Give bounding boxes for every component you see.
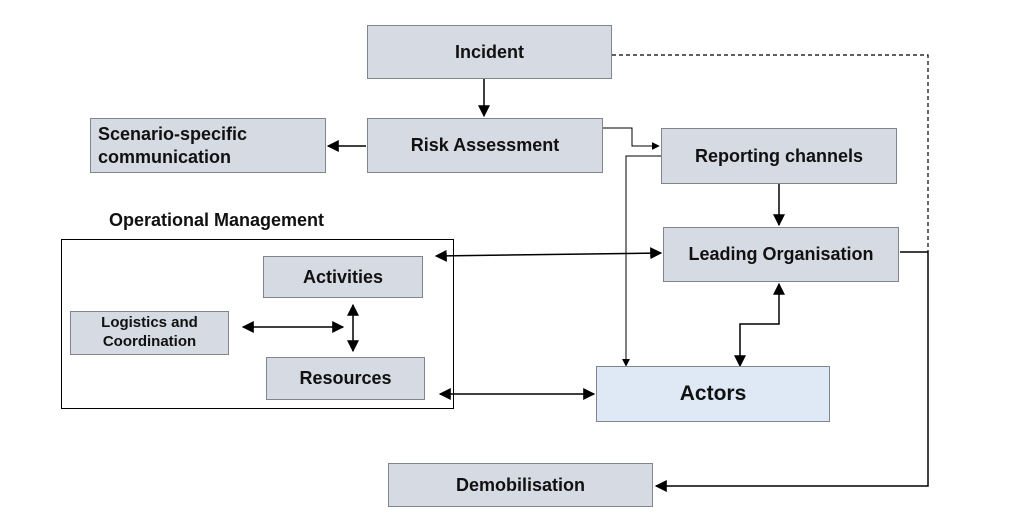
- node-resources-label: Resources: [299, 368, 392, 389]
- dashed-incident-link: [612, 54, 929, 252]
- node-leading-organisation-label: Leading Organisation: [688, 244, 874, 265]
- node-logistics-coordination: Logistics and Coordination: [70, 311, 229, 355]
- node-actors-label: Actors: [679, 381, 747, 405]
- node-demobilisation: Demobilisation: [388, 463, 653, 507]
- arrow-reporting-to-actors: [622, 155, 661, 367]
- arrow-operations-leading: [434, 247, 663, 262]
- node-actors: Actors: [596, 366, 830, 422]
- arrow-leading-to-demobilisation: [654, 251, 929, 492]
- operational-management-frame: [61, 239, 454, 409]
- node-scenario-communication: Scenario-specific communication: [90, 118, 326, 173]
- node-reporting-channels-label: Reporting channels: [694, 145, 864, 166]
- node-reporting-channels: Reporting channels: [661, 128, 897, 184]
- operational-management-title: Operational Management: [109, 210, 325, 230]
- node-logistics-coordination-label: Logistics and Coordination: [101, 314, 198, 350]
- node-risk-assessment-label: Risk Assessment: [410, 135, 560, 156]
- node-activities: Activities: [263, 256, 423, 298]
- node-incident-label: Incident: [454, 41, 524, 62]
- node-leading-organisation: Leading Organisation: [663, 227, 899, 282]
- node-activities-label: Activities: [302, 266, 384, 287]
- node-demobilisation-label: Demobilisation: [455, 474, 585, 495]
- arrow-risk-to-reporting: [603, 127, 660, 150]
- node-risk-assessment: Risk Assessment: [367, 118, 603, 173]
- arrow-actors-leading: [734, 282, 785, 368]
- node-incident: Incident: [367, 25, 612, 79]
- node-scenario-communication-label: Scenario-specific communication: [98, 124, 248, 167]
- node-resources: Resources: [266, 357, 425, 400]
